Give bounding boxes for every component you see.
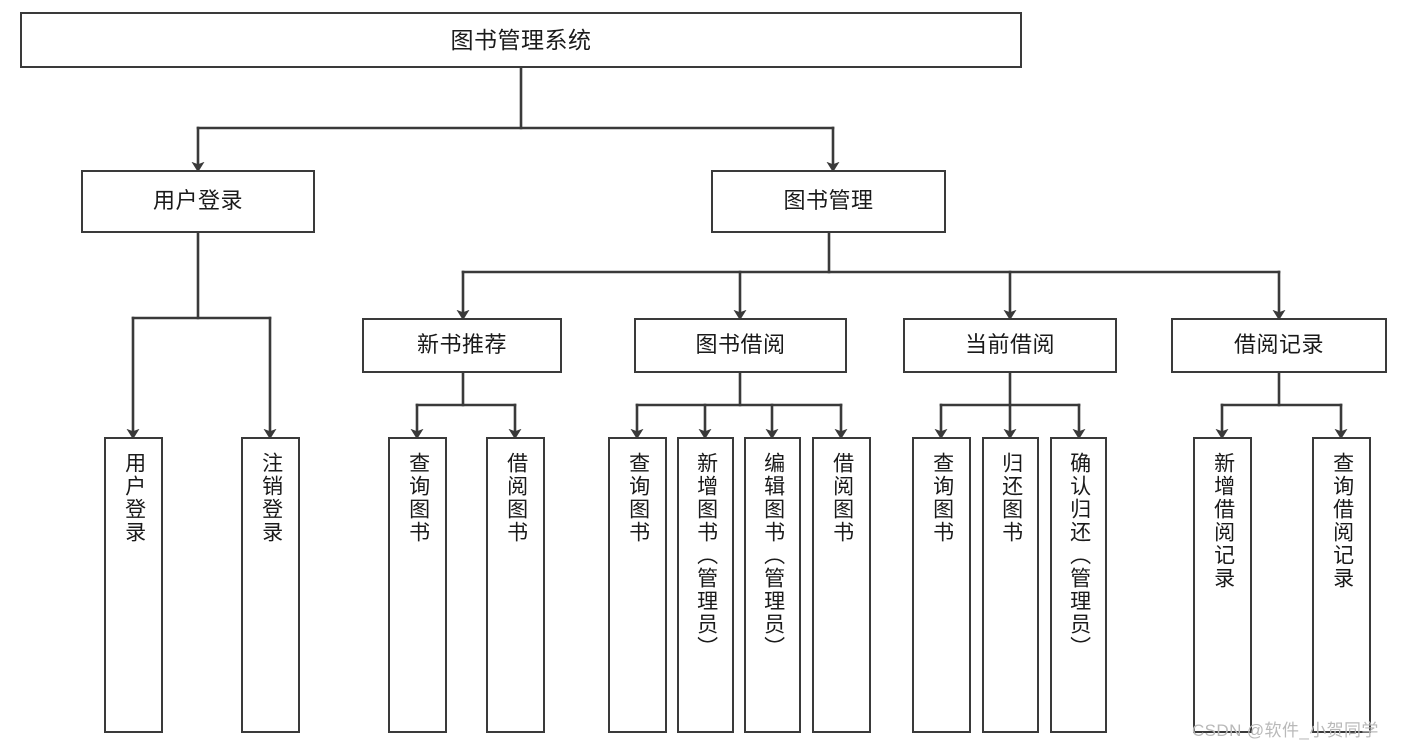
leaf-query-book-1[interactable]: 查询图书 <box>388 437 447 733</box>
node-label: 新增借阅记录 <box>1211 452 1235 590</box>
node-label: 图书管理系统 <box>450 26 592 53</box>
node-label: 图书管理 <box>783 188 874 214</box>
leaf-borrow-book-1[interactable]: 借阅图书 <box>486 437 545 733</box>
node-label: 确认归还（管理员） <box>1067 452 1091 659</box>
leaf-query-borrow-record[interactable]: 查询借阅记录 <box>1312 437 1371 733</box>
node-root-system[interactable]: 图书管理系统 <box>20 12 1022 68</box>
node-label: 新增图书（管理员） <box>694 452 718 659</box>
node-borrow-record[interactable]: 借阅记录 <box>1171 318 1387 373</box>
leaf-confirm-return[interactable]: 确认归还（管理员） <box>1050 437 1107 733</box>
leaf-add-book[interactable]: 新增图书（管理员） <box>677 437 734 733</box>
node-book-borrow[interactable]: 图书借阅 <box>634 318 847 373</box>
leaf-query-book-2[interactable]: 查询图书 <box>608 437 667 733</box>
leaf-return-book[interactable]: 归还图书 <box>982 437 1039 733</box>
leaf-query-book-3[interactable]: 查询图书 <box>912 437 971 733</box>
node-label: 借阅图书 <box>830 452 854 544</box>
node-label: 当前借阅 <box>964 332 1055 358</box>
node-label: 图书借阅 <box>695 332 786 358</box>
node-current-borrow[interactable]: 当前借阅 <box>903 318 1117 373</box>
leaf-logout[interactable]: 注销登录 <box>241 437 300 733</box>
node-label: 归还图书 <box>999 452 1023 544</box>
leaf-borrow-book-2[interactable]: 借阅图书 <box>812 437 871 733</box>
node-label: 新书推荐 <box>416 332 507 358</box>
node-label: 查询图书 <box>406 452 430 544</box>
leaf-edit-book[interactable]: 编辑图书（管理员） <box>744 437 801 733</box>
node-label: 用户登录 <box>122 452 146 544</box>
node-book-management[interactable]: 图书管理 <box>711 170 946 233</box>
node-label: 注销登录 <box>259 452 283 544</box>
node-label: 编辑图书（管理员） <box>761 452 785 659</box>
node-label: 查询图书 <box>930 452 954 544</box>
node-user-login[interactable]: 用户登录 <box>81 170 315 233</box>
leaf-user-login[interactable]: 用户登录 <box>104 437 163 733</box>
leaf-add-borrow-record[interactable]: 新增借阅记录 <box>1193 437 1252 733</box>
node-label: 查询借阅记录 <box>1330 452 1354 590</box>
node-new-book-recommend[interactable]: 新书推荐 <box>362 318 562 373</box>
csdn-watermark: CSDN @软件_小贺同学 <box>1192 721 1379 740</box>
node-label: 借阅记录 <box>1233 332 1324 358</box>
node-label: 用户登录 <box>152 188 243 214</box>
node-label: 查询图书 <box>626 452 650 544</box>
node-label: 借阅图书 <box>504 452 528 544</box>
